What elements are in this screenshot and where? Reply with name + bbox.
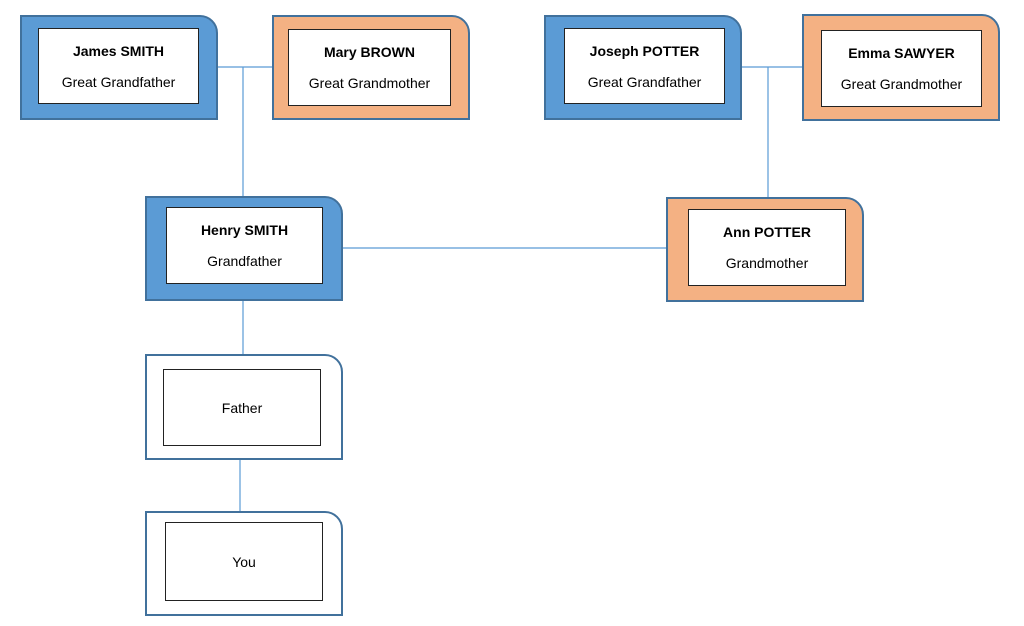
person-name: James SMITH xyxy=(72,42,165,59)
person-card-father: Father xyxy=(145,354,343,460)
person-role: Father xyxy=(221,399,263,416)
person-name: Ann POTTER xyxy=(723,224,811,240)
person-label-box: Henry SMITH Grandfather xyxy=(166,207,323,284)
person-label-box: You xyxy=(165,522,323,601)
person-card-henry-smith: Henry SMITH Grandfather xyxy=(145,196,343,301)
person-name: Mary BROWN xyxy=(323,44,415,60)
person-role: Grandmother xyxy=(725,255,809,271)
person-card-ann-potter: Ann POTTER Grandmother xyxy=(666,197,864,302)
person-role: Grandfather xyxy=(207,253,282,269)
person-role: Great Grandmother xyxy=(840,76,963,92)
person-label-box: Mary BROWN Great Grandmother xyxy=(288,29,451,106)
person-card-you: You xyxy=(145,511,343,616)
person-role: Great Grandmother xyxy=(308,75,431,91)
person-role: You xyxy=(232,553,256,570)
person-role: Great Grandfather xyxy=(587,73,702,90)
person-card-james-smith: James SMITH Great Grandfather xyxy=(20,15,218,120)
person-name: Joseph POTTER xyxy=(589,42,700,59)
person-label-box: Ann POTTER Grandmother xyxy=(688,209,846,286)
person-label-box: Father xyxy=(163,369,321,446)
person-label-box: Joseph POTTER Great Grandfather xyxy=(564,28,725,104)
person-card-emma-sawyer: Emma SAWYER Great Grandmother xyxy=(802,14,1000,121)
person-name: Henry SMITH xyxy=(200,222,289,238)
person-card-mary-brown: Mary BROWN Great Grandmother xyxy=(272,15,470,120)
person-role: Great Grandfather xyxy=(61,73,176,90)
person-name: Emma SAWYER xyxy=(848,45,955,61)
person-card-joseph-potter: Joseph POTTER Great Grandfather xyxy=(544,15,742,120)
person-label-box: James SMITH Great Grandfather xyxy=(38,28,199,104)
person-label-box: Emma SAWYER Great Grandmother xyxy=(821,30,982,107)
